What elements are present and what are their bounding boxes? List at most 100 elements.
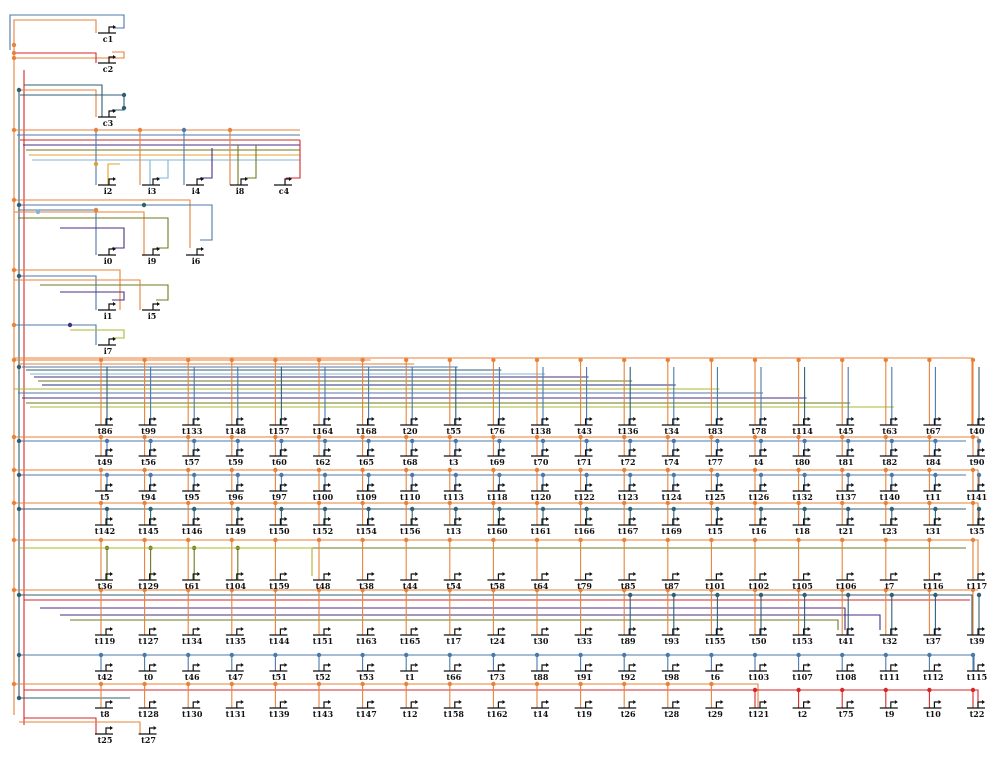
junction-dot xyxy=(709,357,714,363)
junction-dot xyxy=(709,652,714,658)
node-arrowhead xyxy=(764,417,767,421)
node-arrowhead xyxy=(201,177,204,181)
junction-dot xyxy=(98,467,104,473)
wire xyxy=(18,209,97,255)
wire xyxy=(13,19,97,45)
junction-dot xyxy=(322,506,328,512)
junction-dot xyxy=(933,592,938,598)
node-arrowhead xyxy=(764,517,767,521)
wire xyxy=(60,291,125,301)
junction-dot xyxy=(534,587,540,593)
junction-dot xyxy=(578,537,583,543)
junction-dot xyxy=(316,681,322,687)
node-arrow xyxy=(108,110,113,117)
node-arrow xyxy=(715,484,721,491)
node-arrowhead xyxy=(589,627,593,631)
node-label: t108 xyxy=(836,672,857,682)
junction-dot xyxy=(11,500,17,506)
node-arrow xyxy=(672,701,677,708)
node-label: t151 xyxy=(313,636,333,646)
junction-dot xyxy=(970,652,976,658)
junction-dot xyxy=(840,500,845,506)
node-arrowhead xyxy=(157,177,160,181)
wire xyxy=(14,51,125,59)
node-label: t27 xyxy=(141,735,156,745)
node-t41: t41 xyxy=(836,627,855,646)
wire xyxy=(18,204,213,241)
node-t144: t144 xyxy=(269,627,290,646)
node-arrowhead xyxy=(157,247,160,251)
node-label: t62 xyxy=(316,457,331,467)
node-label: t11 xyxy=(926,492,941,502)
node-arrow xyxy=(105,628,110,635)
node-arrowhead xyxy=(546,700,549,704)
junction-dot xyxy=(360,500,365,506)
node-label: t39 xyxy=(970,636,985,646)
node-label: t82 xyxy=(882,457,897,467)
node-arrow xyxy=(802,573,808,580)
node-arrow xyxy=(108,303,113,310)
junction-dot xyxy=(410,506,415,512)
junction-dot xyxy=(142,467,147,473)
junction-dot xyxy=(93,127,99,133)
node-arrowhead xyxy=(110,483,113,487)
junction-dot xyxy=(933,472,938,478)
node-arrowhead xyxy=(157,302,160,306)
junction-dot xyxy=(273,652,278,658)
wire xyxy=(14,324,97,345)
node-arrowhead xyxy=(546,448,549,452)
junction-dot xyxy=(491,500,496,506)
node-arrow xyxy=(367,418,372,425)
junction-dot xyxy=(889,438,894,444)
node-t39: t39 xyxy=(967,627,985,646)
node-t22: t22 xyxy=(967,700,985,719)
node-t106: t106 xyxy=(836,572,857,591)
junction-dot xyxy=(802,506,807,512)
node-arrowhead xyxy=(982,627,985,631)
wire xyxy=(19,721,141,734)
node-arrow xyxy=(628,418,634,425)
node-t34: t34 xyxy=(661,417,680,436)
node-arrowhead xyxy=(633,483,637,487)
node-arrowhead xyxy=(502,448,506,452)
node-arrowhead xyxy=(938,517,942,521)
node-arrowhead xyxy=(589,572,593,576)
node-t136: t136 xyxy=(618,417,639,436)
node-label: i4 xyxy=(192,186,201,196)
node-arrowhead xyxy=(240,448,244,452)
wire xyxy=(20,94,125,111)
node-arrow xyxy=(323,573,328,580)
node-label: t140 xyxy=(880,492,901,502)
node-t158: t158 xyxy=(444,700,464,719)
junction-dot xyxy=(622,652,627,658)
node-arrowhead xyxy=(589,448,593,452)
node-arrow xyxy=(236,449,241,456)
node-arrowhead xyxy=(371,627,375,631)
node-t120: t120 xyxy=(531,483,552,502)
node-arrow xyxy=(584,573,590,580)
node-arrowhead xyxy=(328,417,331,421)
node-c3: c3 xyxy=(98,109,116,128)
node-arrow xyxy=(672,628,677,635)
junction-dot xyxy=(933,438,938,444)
node-arrow xyxy=(759,518,764,525)
node-arrow xyxy=(367,484,372,491)
node-arrowhead xyxy=(851,627,855,631)
junction-dot xyxy=(229,652,234,658)
junction-dot xyxy=(16,472,22,478)
node-arrowhead xyxy=(982,417,985,421)
junction-dot xyxy=(141,202,147,208)
junction-dot xyxy=(622,587,627,593)
junction-dot xyxy=(976,472,982,478)
node-t59: t59 xyxy=(225,448,244,467)
node-arrowhead xyxy=(894,663,898,667)
node-arrow xyxy=(105,701,110,708)
node-arrow xyxy=(454,664,459,671)
node-arrow xyxy=(410,573,416,580)
junction-dot xyxy=(142,500,147,506)
node-t130: t130 xyxy=(182,700,203,719)
junction-dot xyxy=(186,467,191,473)
node-arrow xyxy=(105,573,110,580)
node-t121: t121 xyxy=(749,700,769,719)
node-arrowhead xyxy=(633,517,637,521)
